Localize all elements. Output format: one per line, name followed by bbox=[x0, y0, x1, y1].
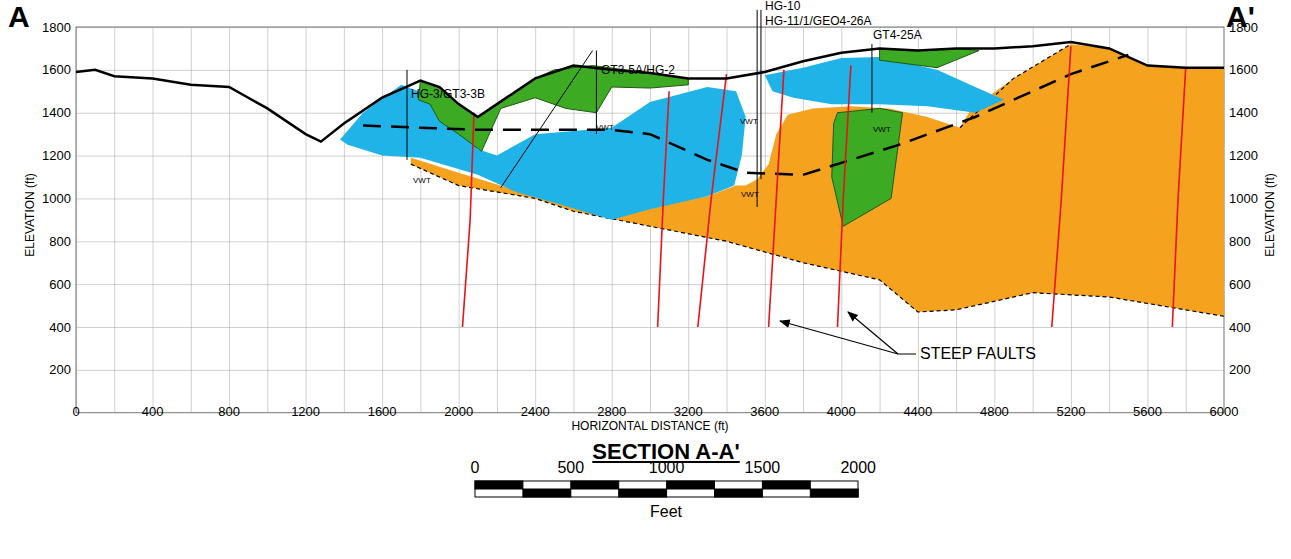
scale-number: 500 bbox=[557, 460, 584, 476]
scale-number: 2000 bbox=[840, 460, 876, 476]
callout-note: STEEP FAULTS bbox=[920, 346, 1036, 362]
elevation-tick: 600 bbox=[1229, 278, 1251, 291]
distance-tick: 6000 bbox=[1210, 405, 1239, 418]
axis-title: HORIZONTAL DISTANCE (ft) bbox=[571, 420, 728, 432]
distance-tick: 4800 bbox=[980, 405, 1009, 418]
distance-tick: 0 bbox=[72, 405, 79, 418]
boring-label: GT4-25A bbox=[873, 29, 922, 41]
elevation-tick: 400 bbox=[1229, 321, 1251, 334]
distance-tick: 400 bbox=[142, 405, 164, 418]
elevation-tick: 200 bbox=[1229, 363, 1251, 376]
scale-unit: Feet bbox=[650, 504, 682, 520]
axis-title: ELEVATION (ft) bbox=[24, 173, 36, 257]
elevation-tick: 200 bbox=[49, 363, 71, 376]
elevation-tick: 1200 bbox=[1229, 149, 1258, 162]
piezometer-label: VWT bbox=[596, 124, 614, 132]
elevation-tick: 1000 bbox=[42, 192, 71, 205]
section-end: A bbox=[8, 2, 30, 32]
distance-tick: 2400 bbox=[521, 405, 550, 418]
distance-tick: 1200 bbox=[291, 405, 320, 418]
boring-label: HG-10 bbox=[765, 0, 800, 12]
boring-label: HG-11/1/GEO4-26A bbox=[765, 15, 872, 27]
distance-tick: 800 bbox=[218, 405, 240, 418]
axis-title: ELEVATION (ft) bbox=[1264, 173, 1276, 257]
elevation-tick: 600 bbox=[49, 278, 71, 291]
grid bbox=[76, 27, 1224, 413]
piezometer-label: VWT bbox=[873, 126, 891, 134]
elevation-tick: 1800 bbox=[42, 21, 71, 34]
elevation-tick: 1800 bbox=[1229, 21, 1258, 34]
elevation-tick: 1600 bbox=[42, 63, 71, 76]
elevation-tick: 800 bbox=[1229, 235, 1251, 248]
scale-number: 0 bbox=[471, 460, 480, 476]
distance-tick: 5600 bbox=[1133, 405, 1162, 418]
scale-number: 1500 bbox=[745, 460, 781, 476]
distance-tick: 3600 bbox=[750, 405, 779, 418]
elevation-tick: 1400 bbox=[1229, 106, 1258, 119]
boring-label: HG-3/GT3-3B bbox=[411, 88, 485, 100]
distance-tick: 2800 bbox=[597, 405, 626, 418]
elevation-tick: 400 bbox=[49, 321, 71, 334]
elevation-tick: 1400 bbox=[42, 106, 71, 119]
piezometer-label: VWT bbox=[741, 191, 759, 199]
distance-tick: 1600 bbox=[368, 405, 397, 418]
boring-label: GT3-5A/HG-2 bbox=[601, 64, 675, 76]
distance-tick: 3200 bbox=[674, 405, 703, 418]
piezometer-label: VWT bbox=[740, 118, 758, 126]
distance-tick: 4400 bbox=[903, 405, 932, 418]
distance-tick: 2000 bbox=[444, 405, 473, 418]
elevation-tick: 1000 bbox=[1229, 192, 1258, 205]
elevation-tick: 1600 bbox=[1229, 63, 1258, 76]
scale-bar bbox=[475, 481, 858, 497]
geology bbox=[76, 10, 1224, 327]
distance-tick: 4000 bbox=[827, 405, 856, 418]
elevation-tick: 800 bbox=[49, 235, 71, 248]
leader-line bbox=[780, 312, 916, 354]
piezometer-label: VWT bbox=[413, 177, 431, 185]
section-title: SECTION A-A' bbox=[592, 441, 739, 463]
elevation-tick: 1200 bbox=[42, 149, 71, 162]
distance-tick: 5200 bbox=[1056, 405, 1085, 418]
